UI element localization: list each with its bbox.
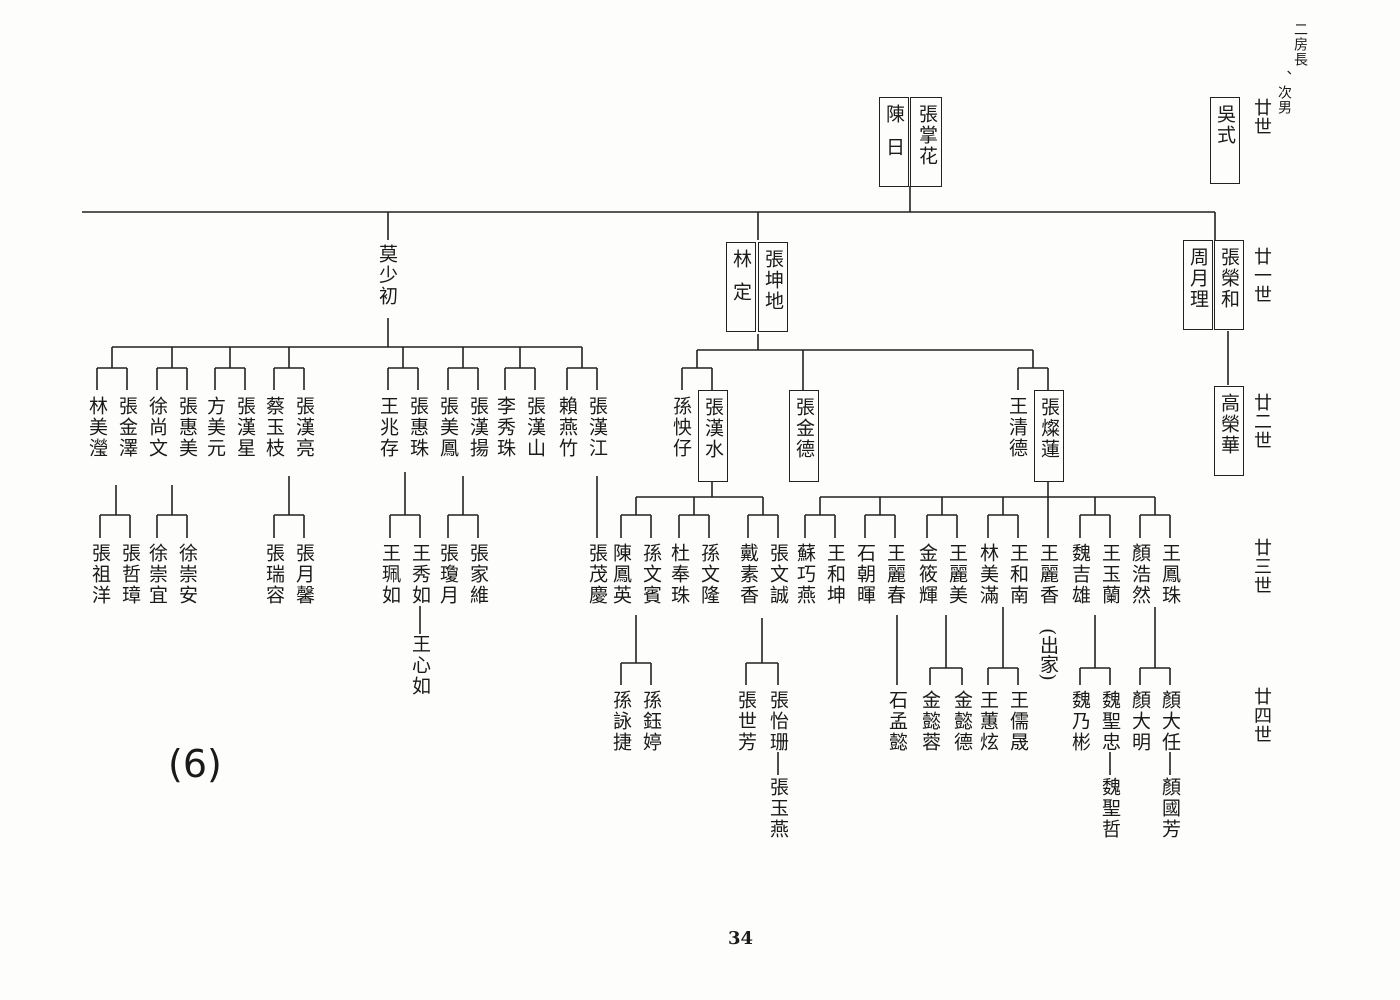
person: 張祖洋 bbox=[89, 543, 111, 606]
person-box: 張榮和 bbox=[1214, 240, 1244, 330]
spouse: 方美元 bbox=[204, 396, 226, 459]
person-box: 張燦蓮 bbox=[1034, 390, 1064, 482]
person: 張金澤 bbox=[116, 396, 138, 459]
person-box: 張坤地 bbox=[758, 242, 788, 332]
person: 王秀如 bbox=[409, 543, 431, 606]
spouse: 張美鳳 bbox=[437, 396, 459, 459]
person: 金懿蓉 bbox=[919, 690, 941, 753]
spouse: 王清德 bbox=[1006, 396, 1028, 459]
person: 陳鳳英 bbox=[610, 543, 632, 606]
person: 王蕙炫 bbox=[977, 690, 999, 753]
person: 王鳳珠 bbox=[1159, 543, 1181, 606]
person: 王麗美 bbox=[946, 543, 968, 606]
spouse-box: 周月理 bbox=[1183, 240, 1213, 330]
person: 孫文賓 bbox=[640, 543, 662, 606]
person: 魏乃彬 bbox=[1069, 690, 1091, 753]
annotation: (出家) bbox=[1037, 628, 1059, 681]
person: 杜奉珠 bbox=[668, 543, 690, 606]
person-box: 張漢水 bbox=[698, 390, 728, 482]
header-col1: 二房長 bbox=[1292, 22, 1308, 67]
person: 張瓊月 bbox=[437, 543, 459, 606]
spouse: 王兆存 bbox=[377, 396, 399, 459]
person: 張惠珠 bbox=[407, 396, 429, 459]
generation-22-label: 廿二世 bbox=[1251, 393, 1272, 450]
person: 孫詠捷 bbox=[610, 690, 632, 753]
person: 張文誠 bbox=[767, 543, 789, 606]
person: 孫鈺婷 bbox=[640, 690, 662, 753]
person: 張家維 bbox=[467, 543, 489, 606]
person: 金筱輝 bbox=[916, 543, 938, 606]
person: 王麗春 bbox=[884, 543, 906, 606]
person: 張世芳 bbox=[735, 690, 757, 753]
person: 王玉蘭 bbox=[1099, 543, 1121, 606]
person: 蘇巧燕 bbox=[794, 543, 816, 606]
person: 石孟懿 bbox=[886, 690, 908, 753]
spouse: 孫怏仔 bbox=[670, 396, 692, 459]
person: 張哲璋 bbox=[119, 543, 141, 606]
person: 張漢揚 bbox=[467, 396, 489, 459]
person: 魏聖忠 bbox=[1099, 690, 1121, 753]
spouse-box: 林定 bbox=[726, 242, 756, 332]
figure-label: (6) bbox=[168, 742, 222, 786]
spouse: 賴燕竹 bbox=[556, 396, 578, 459]
person: 孫文隆 bbox=[698, 543, 720, 606]
person: 王珮如 bbox=[379, 543, 401, 606]
person: 石朝暉 bbox=[854, 543, 876, 606]
person: 金懿德 bbox=[951, 690, 973, 753]
person: 王和坤 bbox=[824, 543, 846, 606]
person: 徐崇宜 bbox=[146, 543, 168, 606]
person: 張瑞容 bbox=[263, 543, 285, 606]
generation-21-label: 廿一世 bbox=[1251, 247, 1272, 304]
person: 張漢星 bbox=[234, 396, 256, 459]
spouse: 李秀珠 bbox=[494, 396, 516, 459]
spouse: 徐尚文 bbox=[146, 396, 168, 459]
person: 魏吉雄 bbox=[1069, 543, 1091, 606]
person: 王儒晟 bbox=[1007, 690, 1029, 753]
person-box: 張金德 bbox=[789, 390, 819, 482]
person: 顏浩然 bbox=[1129, 543, 1151, 606]
person: 張漢山 bbox=[524, 396, 546, 459]
person: 王麗香 bbox=[1037, 543, 1059, 606]
person: 魏聖哲 bbox=[1099, 777, 1121, 840]
person: 莫少初 bbox=[376, 244, 398, 307]
spouse: 林美瀅 bbox=[86, 396, 108, 459]
person: 張怡珊 bbox=[767, 690, 789, 753]
generation-24-label: 廿四世 bbox=[1251, 687, 1272, 744]
person-box: 張掌花 bbox=[910, 97, 942, 187]
person: 王心如 bbox=[409, 634, 431, 697]
person: 張漢亮 bbox=[293, 396, 315, 459]
person: 林美滿 bbox=[977, 543, 999, 606]
person: 戴素香 bbox=[737, 543, 759, 606]
person: 顏大任 bbox=[1159, 690, 1181, 753]
spouse: 蔡玉枝 bbox=[263, 396, 285, 459]
person: 張惠美 bbox=[176, 396, 198, 459]
generation-20-label: 廿世 bbox=[1251, 98, 1272, 136]
person: 張茂慶 bbox=[586, 543, 608, 606]
header-col2: 、次男 bbox=[1276, 70, 1292, 115]
person-box: 高榮華 bbox=[1214, 386, 1244, 476]
person: 徐崇安 bbox=[176, 543, 198, 606]
person: 王和南 bbox=[1007, 543, 1029, 606]
page-number: 34 bbox=[728, 928, 754, 949]
person: 顏大明 bbox=[1129, 690, 1151, 753]
generation-23-label: 廿三世 bbox=[1251, 538, 1272, 595]
spouse-box: 陳日 bbox=[879, 97, 909, 187]
person: 顏國芳 bbox=[1159, 777, 1181, 840]
person: 張月馨 bbox=[293, 543, 315, 606]
person-box: 吳式 bbox=[1210, 97, 1240, 184]
person: 張漢江 bbox=[586, 396, 608, 459]
person: 張玉燕 bbox=[767, 777, 789, 840]
